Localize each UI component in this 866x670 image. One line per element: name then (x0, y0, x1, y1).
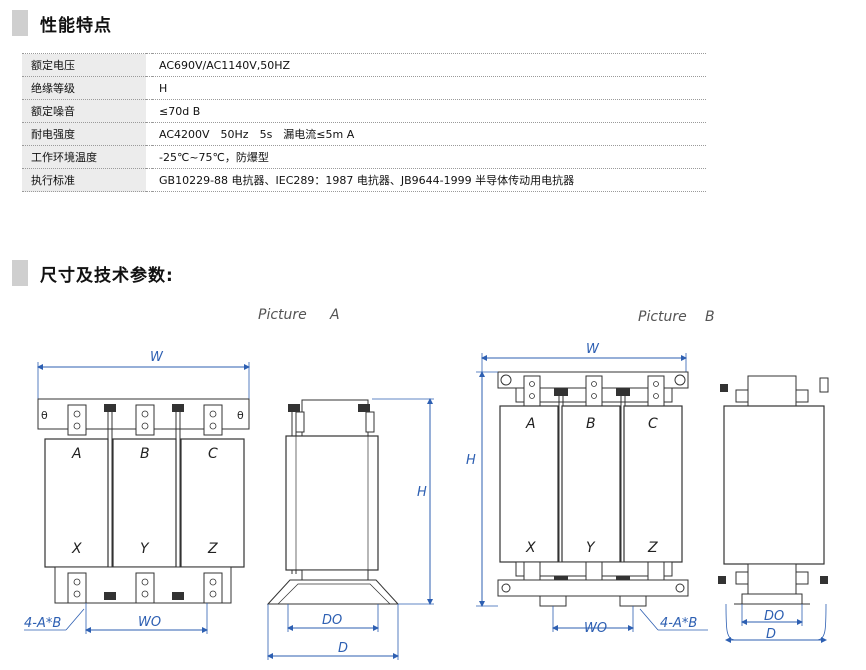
spec-gap (146, 168, 152, 192)
section-heading-dimensions: 尺寸及技术参数: (12, 260, 174, 286)
picture-a-caption-word: Picture (258, 307, 307, 323)
dim-label-h: H (417, 485, 427, 500)
spec-row: 额定噪音≤70d B (22, 99, 706, 123)
spec-gap (146, 122, 152, 146)
phase-label-b: B (586, 416, 596, 432)
coil-c (623, 405, 683, 563)
spec-key: 额定噪音 (22, 99, 146, 123)
heading-marker (12, 260, 28, 286)
terminal-mark: θ (237, 409, 244, 422)
picture-b-caption-letter: B (705, 309, 715, 325)
spec-key: 耐电强度 (22, 122, 146, 146)
picture-a: Picture A W θ θ (24, 307, 434, 660)
spec-gap (146, 76, 152, 100)
phase-label-y: Y (586, 540, 596, 556)
phase-label-b: B (140, 446, 150, 462)
terminal-mark: θ (41, 409, 48, 422)
phase-label-y: Y (140, 541, 150, 557)
section-heading-features: 性能特点 (12, 10, 112, 36)
phase-label-z: Z (647, 540, 658, 556)
terminal-plate (203, 572, 223, 604)
section-title: 性能特点 (40, 15, 112, 36)
phase-label-c: C (648, 416, 658, 432)
spec-gap (146, 99, 152, 123)
spec-key: 工作环境温度 (22, 145, 146, 169)
spec-value: AC4200V 50Hz 5s 漏电流≤5m A (152, 122, 706, 146)
phase-label-c: C (208, 446, 218, 462)
coil-b (112, 438, 177, 568)
bottom-clamp (497, 579, 689, 597)
spec-value: AC690V/AC1140V,50HZ (152, 53, 706, 77)
spec-value: -25℃~75℃，防爆型 (152, 145, 706, 169)
spec-key: 执行标准 (22, 168, 146, 192)
dim-label-hole: 4-A*B (660, 616, 697, 631)
spec-row: 工作环境温度-25℃~75℃，防爆型 (22, 145, 706, 169)
picture-b-caption-word: Picture (638, 309, 687, 325)
spec-value: ≤70d B (152, 99, 706, 123)
phase-label-z: Z (207, 541, 218, 557)
terminal-plate (67, 404, 87, 436)
dim-label-do: DO (764, 609, 784, 624)
dim-label-h: H (466, 453, 476, 468)
coil-b (561, 405, 621, 563)
coil-a (44, 438, 109, 568)
dim-label-wo: WO (138, 615, 161, 630)
terminal-plate (135, 572, 155, 604)
section-title: 尺寸及技术参数: (40, 265, 174, 286)
phase-label-x: X (525, 540, 536, 556)
dim-label-w: W (150, 350, 164, 365)
spec-value: H (152, 76, 706, 100)
spec-key: 绝缘等级 (22, 76, 146, 100)
terminal-plate (135, 404, 155, 436)
terminal-plate (203, 404, 223, 436)
picture-a-side-view (266, 399, 400, 605)
rod-nut (104, 404, 116, 412)
dim-label-d: D (766, 627, 776, 642)
terminal-plate (67, 572, 87, 604)
dim-label-do: DO (322, 613, 342, 628)
dim-label-w: W (586, 342, 600, 357)
rod-nut (172, 404, 184, 412)
phase-label-a: A (525, 416, 536, 432)
spec-key: 额定电压 (22, 53, 146, 77)
picture-b-side-view (718, 375, 829, 605)
coil-a (499, 405, 559, 563)
heading-marker (12, 10, 28, 36)
dim-label-wo: WO (584, 621, 607, 636)
picture-a-caption-letter: A (329, 307, 340, 323)
spec-gap (146, 53, 152, 77)
phase-label-x: X (71, 541, 82, 557)
dim-label-hole: 4-A*B (24, 616, 61, 631)
spec-value: GB10229-88 电抗器、IEC289：1987 电抗器、JB9644-19… (152, 168, 706, 192)
dim-label-d: D (338, 641, 348, 656)
picture-b: Picture B W (466, 309, 829, 643)
spec-gap (146, 145, 152, 169)
phase-label-a: A (71, 446, 82, 462)
technical-drawings: Picture A W θ θ (24, 307, 829, 660)
